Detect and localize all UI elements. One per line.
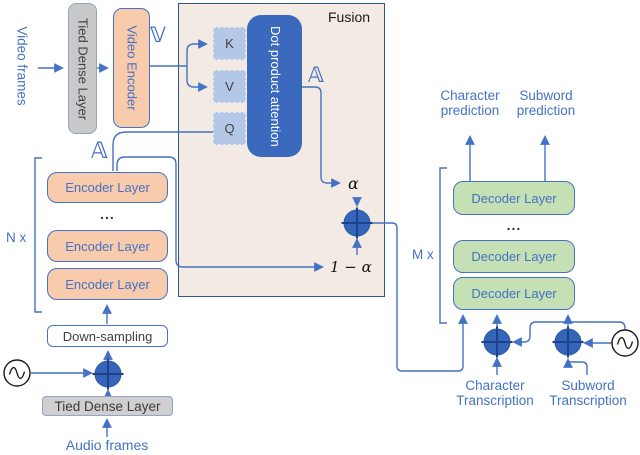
audio-positional-encoding-icon [3, 359, 31, 387]
v-double-struck-symbol: 𝕍 [150, 23, 167, 47]
alpha-label: α [348, 174, 359, 193]
query-box: Q [213, 112, 246, 145]
fusion-title: Fusion [328, 9, 371, 25]
video-encoder-box: Video Encoder [113, 8, 150, 128]
a-double-struck-symbol-fusion: 𝔸 [308, 63, 324, 87]
tied-dense-vertical-label: Tied Dense Layer [75, 17, 90, 120]
tied-dense-layer-horizontal: Tied Dense Layer [42, 396, 173, 416]
decoder-layer-middle: Decoder Layer [453, 240, 575, 273]
character-add-icon [481, 326, 513, 358]
encoder-layer-top: Encoder Layer [47, 172, 168, 203]
decoder-bracket [439, 167, 447, 324]
audio-frames-label: Audio frames [65, 437, 149, 453]
video-encoder-label: Video Encoder [124, 25, 139, 111]
value-box: V [213, 70, 246, 103]
one-minus-alpha-label: 1 − α [330, 258, 372, 276]
audio-add-icon [92, 358, 124, 390]
video-frames-label: Video frames [14, 26, 30, 106]
dot-product-attention-box: Dot product attention [247, 15, 302, 157]
encoder-layer-middle: Encoder Layer [47, 230, 168, 262]
encoder-multiplier: N x [6, 230, 27, 245]
encoder-bracket [34, 157, 42, 313]
decoder-multiplier: M x [412, 247, 434, 262]
decoder-layer-top: Decoder Layer [453, 181, 575, 215]
key-box: K [213, 27, 246, 60]
character-transcription-label: Character Transcription [456, 378, 534, 409]
decoder-ellipsis: ... [506, 217, 522, 233]
down-sampling-box: Down-sampling [47, 325, 168, 347]
dot-product-attention-label: Dot product attention [267, 26, 283, 147]
tied-dense-layer-vertical: Tied Dense Layer [68, 3, 97, 134]
encoder-layer-bottom: Encoder Layer [47, 268, 168, 300]
a-double-struck-symbol-encoder: 𝔸 [91, 139, 108, 164]
encoder-ellipsis: ... [100, 206, 115, 222]
decoder-layer-bottom: Decoder Layer [453, 277, 575, 310]
character-prediction-label: Character prediction [440, 88, 500, 119]
decoder-positional-encoding-icon [611, 329, 639, 357]
arrow-subwordtranscription-add [563, 358, 588, 375]
subword-add-icon [552, 326, 584, 358]
subword-prediction-label: Subword prediction [516, 88, 576, 119]
subword-transcription-label: Subword Transcription [549, 378, 627, 409]
arrow-sine-charadd [512, 321, 626, 347]
